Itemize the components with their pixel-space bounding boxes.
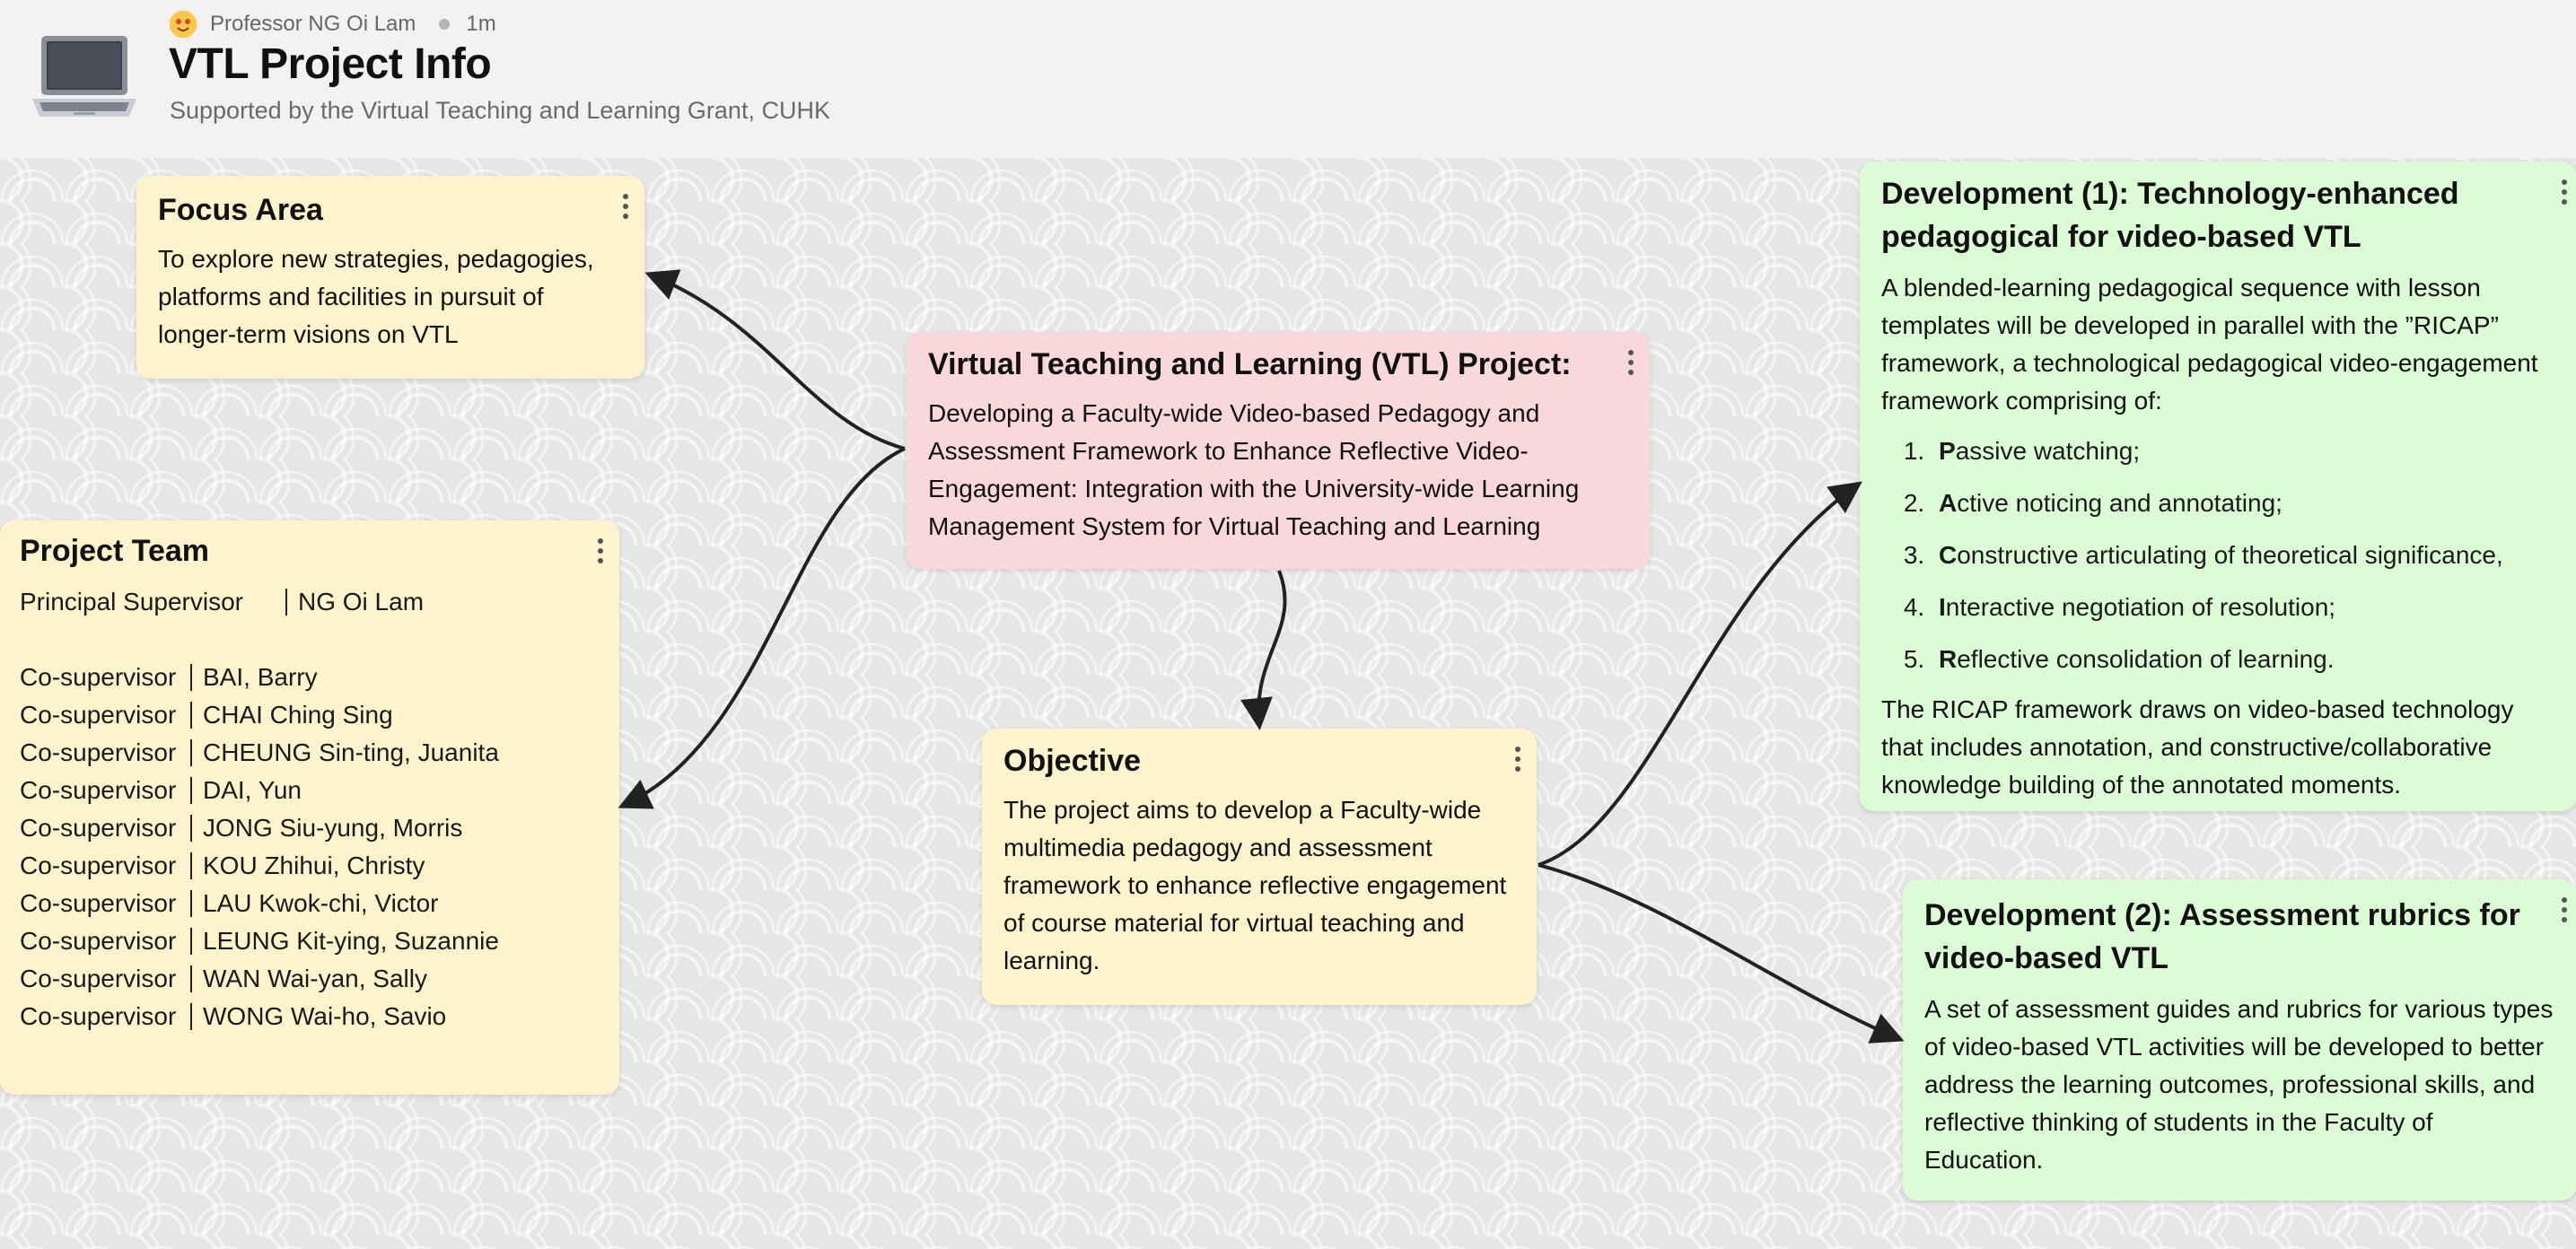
separator xyxy=(190,664,192,691)
card-title: Development (1): Technology-enhanced ped… xyxy=(1881,177,2459,254)
author-row: Professor NG Oi Lam 1m xyxy=(169,10,496,39)
card-body: A set of assessment guides and rubrics f… xyxy=(1924,995,2554,1174)
card-title: Objective xyxy=(1003,744,1142,778)
focus-area-card[interactable]: Focus Area To explore new strategies, pe… xyxy=(136,176,644,379)
member-name: LEUNG Kit-ying, Suzannie xyxy=(203,927,499,955)
card-intro: A blended-learning pedagogical sequence … xyxy=(1881,274,2538,415)
role-label: Co-supervisor xyxy=(20,814,177,842)
team-row: Co-supervisor LAU Kwok-chi, Victor xyxy=(20,885,600,922)
role-label: Co-supervisor xyxy=(20,852,177,879)
separator-dot xyxy=(439,19,451,30)
ricap-item: Constructive articulating of theoretical… xyxy=(1932,529,2554,581)
ricap-initial: A xyxy=(1939,489,1958,517)
member-name: DAI, Yun xyxy=(203,776,302,804)
separator xyxy=(190,815,192,842)
ricap-item: Interactive negotiation of resolution; xyxy=(1932,581,2554,633)
team-row: Co-supervisor CHEUNG Sin-ting, Juanita xyxy=(20,734,600,772)
avatar-icon xyxy=(170,11,197,38)
development-1-card[interactable]: Development (1): Technology-enhanced ped… xyxy=(1860,162,2576,811)
member-name: CHAI Ching Sing xyxy=(203,701,393,729)
role-label: Co-supervisor xyxy=(20,776,177,804)
ricap-item: Passive watching; xyxy=(1932,425,2554,477)
member-name: KOU Zhihui, Christy xyxy=(203,852,425,879)
principal-row: Principal Supervisor NG Oi Lam xyxy=(20,583,600,621)
ricap-text: eflective consolidation of learning. xyxy=(1957,645,2335,673)
member-name: NG Oi Lam xyxy=(298,588,425,616)
separator xyxy=(190,777,192,804)
card-body: The project aims to develop a Faculty-wi… xyxy=(1003,796,1507,974)
card-menu-icon[interactable] xyxy=(598,538,605,563)
card-title: Project Team xyxy=(20,534,210,568)
team-row: Co-supervisor KOU Zhihui, Christy xyxy=(20,847,600,885)
card-menu-icon[interactable] xyxy=(623,194,630,219)
author-name[interactable]: Professor NG Oi Lam xyxy=(210,12,416,36)
ricap-list: Passive watching;Active noticing and ann… xyxy=(1881,425,2554,686)
team-row: Co-supervisor WAN Wai-yan, Sally xyxy=(20,960,600,998)
member-name: BAI, Barry xyxy=(203,663,318,691)
card-title: Development (2): Assessment rubrics for … xyxy=(1924,898,2520,975)
ricap-text: nteractive negotiation of resolution; xyxy=(1945,593,2336,621)
member-name: WONG Wai-ho, Savio xyxy=(203,1002,447,1030)
project-card[interactable]: Virtual Teaching and Learning (VTL) Proj… xyxy=(907,332,1650,569)
objective-card[interactable]: Objective The project aims to develop a … xyxy=(982,729,1537,1005)
card-menu-icon[interactable] xyxy=(2562,897,2569,922)
role-label: Co-supervisor xyxy=(20,965,177,992)
separator xyxy=(190,965,192,992)
separator xyxy=(190,852,192,879)
separator xyxy=(190,928,192,955)
ricap-item: Reflective consolidation of learning. xyxy=(1932,633,2554,686)
role-label: Co-supervisor xyxy=(20,927,177,955)
team-row: Co-supervisor WONG Wai-ho, Savio xyxy=(20,998,600,1035)
team-row: Co-supervisor JONG Siu-yung, Morris xyxy=(20,809,600,847)
ricap-initial: C xyxy=(1939,541,1958,569)
role-label: Co-supervisor xyxy=(20,701,177,729)
card-menu-icon[interactable] xyxy=(1628,350,1635,375)
post-header: Professor NG Oi Lam 1m VTL Project Info … xyxy=(0,0,2576,158)
ricap-item: Active noticing and annotating; xyxy=(1932,477,2554,529)
team-row: Co-supervisor CHAI Ching Sing xyxy=(20,696,600,734)
ricap-initial: P xyxy=(1939,437,1956,465)
card-body: Developing a Faculty-wide Video-based Pe… xyxy=(928,399,1580,540)
separator xyxy=(190,1003,192,1030)
separator xyxy=(190,702,192,729)
member-name: JONG Siu-yung, Morris xyxy=(203,814,463,842)
card-outro: The RICAP framework draws on video-based… xyxy=(1881,695,2514,799)
team-row: Co-supervisor DAI, Yun xyxy=(20,772,600,809)
role-label: Co-supervisor xyxy=(20,663,177,691)
role-label: Co-supervisor xyxy=(20,1002,177,1030)
separator xyxy=(190,890,192,917)
card-title: Focus Area xyxy=(158,193,323,227)
member-name: WAN Wai-yan, Sally xyxy=(203,965,427,992)
team-row: Co-supervisor BAI, Barry xyxy=(20,659,600,696)
role-label: Co-supervisor xyxy=(20,738,177,766)
role-label: Principal Supervisor xyxy=(20,588,243,616)
project-team-card[interactable]: Project Team Principal Supervisor NG Oi … xyxy=(0,520,619,1095)
page-subtitle: Supported by the Virtual Teaching and Le… xyxy=(170,97,830,124)
card-menu-icon[interactable] xyxy=(1515,747,1522,772)
card-menu-icon[interactable] xyxy=(2562,179,2569,205)
laptop-icon xyxy=(32,36,136,117)
team-row: Co-supervisor LEUNG Kit-ying, Suzannie xyxy=(20,922,600,960)
page-title: VTL Project Info xyxy=(169,40,492,88)
card-title: Virtual Teaching and Learning (VTL) Proj… xyxy=(928,347,1572,381)
ricap-initial: I xyxy=(1939,593,1946,621)
ricap-initial: R xyxy=(1939,645,1958,673)
avatar[interactable] xyxy=(169,10,197,39)
role-label: Co-supervisor xyxy=(20,889,177,917)
member-name: LAU Kwok-chi, Victor xyxy=(203,889,439,917)
ricap-text: assive watching; xyxy=(1955,437,2141,465)
member-name: CHEUNG Sin-ting, Juanita xyxy=(203,738,499,766)
card-body: To explore new strategies, pedagogies, p… xyxy=(158,245,594,348)
development-2-card[interactable]: Development (2): Assessment rubrics for … xyxy=(1903,879,2576,1201)
separator xyxy=(285,589,287,616)
separator xyxy=(190,739,192,766)
ricap-text: ctive noticing and annotating; xyxy=(1957,489,2282,517)
ricap-text: onstructive articulating of theoretical … xyxy=(1957,541,2503,569)
post-time: 1m xyxy=(466,12,496,36)
